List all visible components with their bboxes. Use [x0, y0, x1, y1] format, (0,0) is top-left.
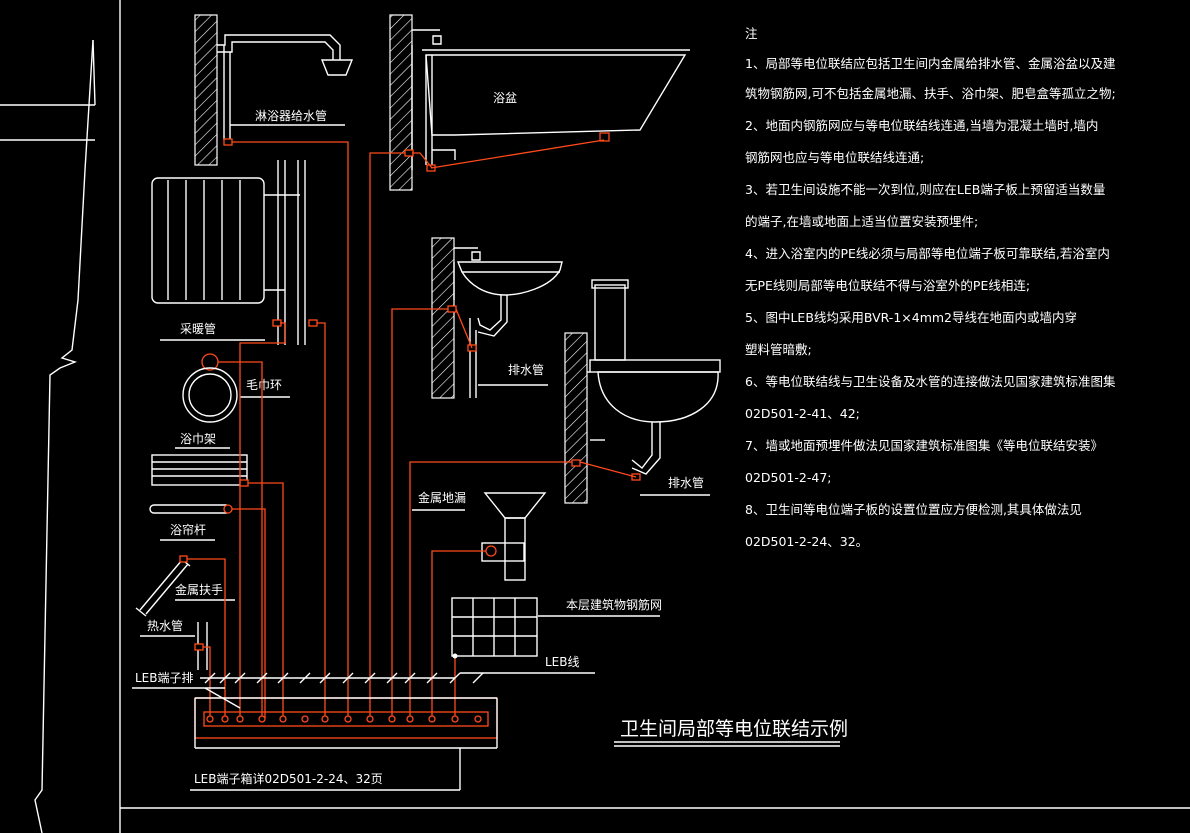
curtain-rod-fixture — [149, 504, 233, 541]
note-line: 02D501-2-47; — [745, 470, 831, 485]
note-line: 02D501-2-24、32。 — [745, 534, 868, 549]
terminal-dot — [474, 715, 482, 723]
terminal-dot — [406, 715, 414, 723]
terminal-dot — [236, 715, 244, 723]
terminal-dot — [321, 715, 329, 723]
note-line: 2、地面内钢筋网应与等电位联结线连通,当墙为混凝土墙时,墙内 — [745, 118, 1098, 133]
wire-tick — [364, 672, 376, 684]
leb-wire-ticks — [204, 672, 484, 684]
label-towel-ring: 毛巾环 — [246, 378, 282, 392]
note-line: 塑料管暗敷; — [745, 342, 812, 357]
label-wc-drain: 排水管 — [668, 475, 704, 490]
floor-drain-fixture — [412, 492, 547, 581]
label-leb-line: LEB线 — [545, 655, 580, 669]
terminal-dot — [366, 715, 374, 723]
note-line: 4、进入浴室内的PE线必须与局部等电位端子板可靠联结,若浴室内 — [745, 246, 1110, 261]
wire-tick — [342, 672, 354, 684]
note-line: 7、墙或地面预埋件做法见国家建筑标准图集《等电位联结安装》 — [745, 438, 1103, 453]
wire-tick — [449, 672, 461, 684]
notes-heading: 注 — [745, 26, 758, 41]
terminal-dot — [221, 715, 229, 723]
note-line: 钢筋网也应与等电位联结线连通; — [745, 150, 924, 165]
label-bathtub: 浴盆 — [493, 91, 517, 105]
shower-fixture — [194, 14, 354, 166]
label-curtain-rod: 浴帘杆 — [170, 522, 206, 537]
note-line: 的端子,在墙或地面上适当位置安装预埋件; — [745, 214, 978, 229]
terminal-dot — [301, 715, 309, 723]
bathtub-fixture — [389, 14, 690, 191]
terminal-dot — [258, 715, 266, 723]
note-line: 6、等电位联结线与卫生设备及水管的连接做法见国家建筑标准图集 — [745, 374, 1116, 389]
bonding-wires — [187, 139, 637, 739]
note-line: 1、局部等电位联结应包括卫生间内金属给排水管、金属浴盆以及建 — [745, 56, 1116, 71]
terminal-dot — [206, 715, 214, 723]
radiator-fixture — [151, 160, 318, 345]
note-line: 8、卫生间等电位端子板的设置位置应方便检测,其具体做法见 — [745, 502, 1082, 517]
label-radiator: 采暖管 — [180, 321, 216, 336]
note-line: 无PE线则局部等电位联结不得与浴室外的PE线相连; — [745, 278, 1030, 293]
label-floor-drain: 金属地漏 — [418, 490, 466, 505]
leb-terminal-bar — [132, 653, 498, 791]
leb-terminals — [206, 715, 482, 723]
terminal-dot — [451, 715, 459, 723]
terminal-dot — [344, 715, 352, 723]
label-hot-water: 热水管 — [147, 618, 183, 633]
diagram-title: 卫生间局部等电位联结示例 — [620, 718, 848, 740]
wire-tick — [472, 672, 484, 684]
wire-tick — [426, 672, 438, 684]
terminal-dot — [279, 715, 287, 723]
wire-tick — [386, 672, 398, 684]
wire-tick — [204, 672, 216, 684]
terminal-dot — [428, 715, 436, 723]
label-shower-pipe: 淋浴器给水管 — [255, 108, 327, 123]
toilet-fixture — [564, 279, 721, 504]
note-line: 5、图中LEB线均采用BVR-1×4mm2导线在地面内或墙内穿 — [745, 310, 1077, 325]
wash-basin-fixture — [431, 237, 563, 399]
wire-tick — [234, 672, 246, 684]
wire-tick — [219, 672, 231, 684]
rebar-mesh-fixture — [451, 597, 660, 657]
notes-block: 注 1、局部等电位联结应包括卫生间内金属给排水管、金属浴盆以及建 筑物钢筋网,可… — [745, 26, 1116, 549]
wire-tick — [404, 672, 416, 684]
note-line: 筑物钢筋网,可不包括金属地漏、扶手、浴巾架、肥皂盒等孤立之物; — [745, 86, 1116, 101]
wire-tick — [299, 672, 311, 684]
label-basin-drain: 排水管 — [508, 362, 544, 377]
label-leb-bar: LEB端子排 — [135, 671, 194, 685]
wire-tick — [256, 672, 268, 684]
note-line: 3、若卫生间设施不能一次到位,则应在LEB端子板上预留适当数量 — [745, 182, 1105, 197]
note-line: 02D501-2-41、42; — [745, 406, 860, 421]
label-towel-rack: 浴巾架 — [180, 432, 216, 446]
label-handrail: 金属扶手 — [175, 582, 223, 597]
towel-rack-fixture — [151, 447, 249, 487]
label-leb-box: LEB端子箱详02D501-2-24、32页 — [194, 771, 383, 786]
hot-water-pipe-fixture — [140, 622, 208, 670]
label-rebar-mesh: 本层建筑物钢筋网 — [566, 597, 662, 612]
wire-tick — [319, 672, 331, 684]
wire-tick — [277, 672, 289, 684]
terminal-dot — [388, 715, 396, 723]
